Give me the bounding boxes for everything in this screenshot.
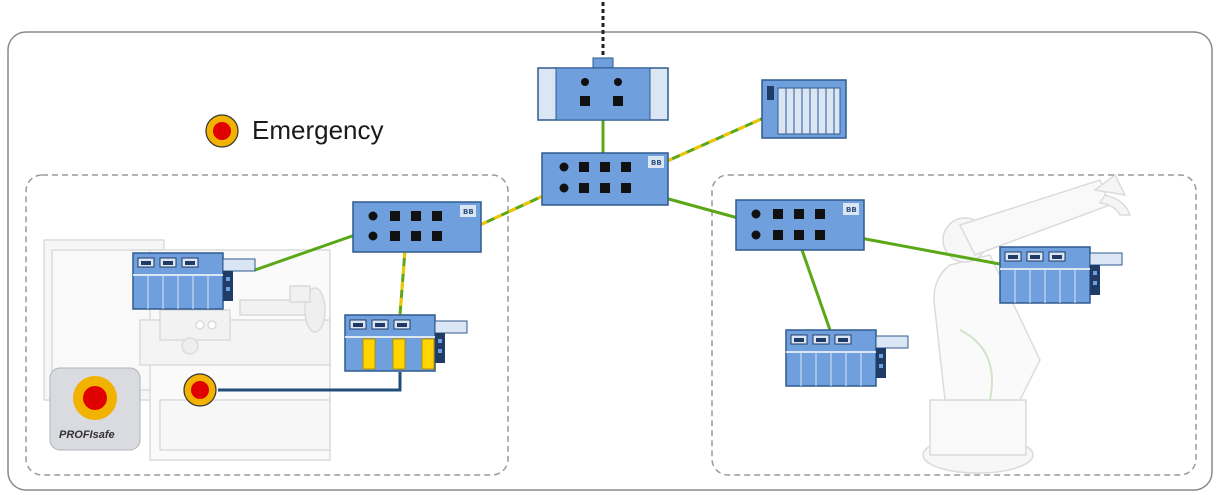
link-left-io1: [254, 233, 356, 272]
link-right-io2: [859, 236, 1006, 267]
safety-wire: [218, 372, 402, 392]
io-module-icon: [999, 246, 1123, 304]
link-right-io1: [800, 249, 832, 331]
network-switch-icon: BB: [352, 201, 482, 253]
gateway-icon: [537, 57, 669, 121]
zone-right: [711, 174, 1197, 476]
emergency-stop-icon: [205, 114, 239, 148]
legend-label: Emergency: [252, 115, 384, 145]
io-module-icon: [132, 252, 256, 310]
plc-controller-icon: [761, 79, 847, 139]
zone-left: [25, 174, 509, 476]
switch-badge: BB: [463, 208, 474, 216]
io-module-icon: [344, 314, 468, 372]
industrial-robot-icon: [922, 173, 1132, 474]
links: [218, 114, 1006, 392]
io-module-icon: [785, 329, 909, 387]
outer-frame: [7, 31, 1213, 491]
link-switch-right: [664, 196, 739, 220]
profisafe-label: PROFIsafe: [59, 429, 115, 441]
profisafe-badge: PROFIsafe: [49, 367, 141, 451]
legend: Emergency: [205, 114, 384, 148]
emergency-stop-icon: [183, 373, 217, 407]
network-switch-icon: BB: [735, 199, 865, 251]
switch-badge: BB: [651, 159, 662, 167]
network-switch-icon: BB: [541, 152, 669, 206]
switch-badge: BB: [846, 206, 857, 214]
